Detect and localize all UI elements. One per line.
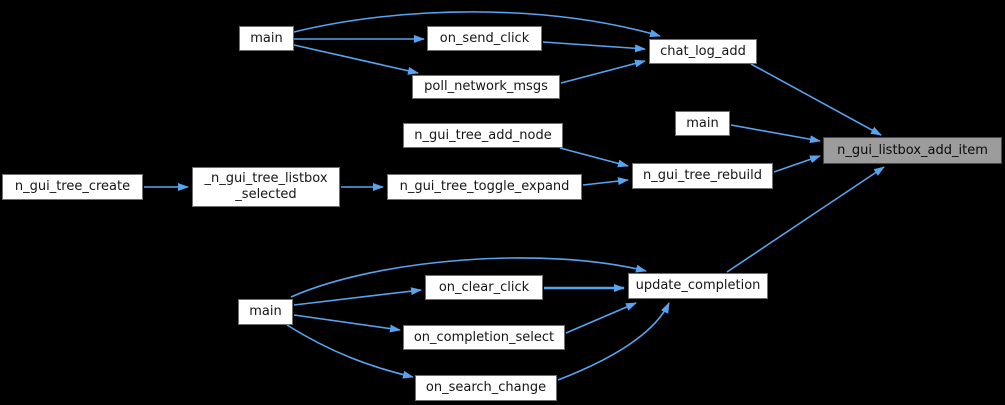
node-poll-network-msgs[interactable]: poll_network_msgs: [412, 75, 560, 99]
node-n-gui-tree-listbox-selected[interactable]: _n_gui_tree_listbox _selected: [192, 167, 340, 207]
node-on-search-change[interactable]: on_search_change: [415, 375, 557, 401]
node-on-completion-select[interactable]: on_completion_select: [403, 325, 565, 350]
node-n-gui-listbox-add-item: n_gui_listbox_add_item: [823, 137, 1002, 164]
node-on-clear-click[interactable]: on_clear_click: [425, 275, 543, 300]
edge-n-gui-tree-toggle-expand-to-n-gui-tree-rebuild: [582, 177, 629, 186]
edge-main-bottom-to-on-clear-click: [293, 287, 422, 306]
edge-chat-log-add-to-n-gui-listbox-add-item: [750, 63, 882, 136]
edge-n-gui-tree-rebuild-to-n-gui-listbox-add-item: [773, 155, 821, 173]
node-n-gui-tree-rebuild[interactable]: n_gui_tree_rebuild: [632, 163, 773, 189]
node-main-top[interactable]: main: [239, 26, 294, 51]
node-update-completion[interactable]: update_completion: [628, 273, 768, 299]
edge-main-bottom-to-on-completion-select: [293, 314, 401, 333]
node-chat-log-add[interactable]: chat_log_add: [649, 39, 757, 64]
node-on-send-click[interactable]: on_send_click: [427, 26, 542, 51]
node-main-middle[interactable]: main: [675, 111, 730, 136]
node-n-gui-tree-add-node[interactable]: n_gui_tree_add_node: [403, 123, 563, 148]
edge-on-completion-select-to-update-completion: [565, 302, 637, 334]
edge-on-search-change-to-update-completion: [557, 302, 670, 381]
edge-main-mid-to-n-gui-listbox-add-item: [730, 124, 821, 144]
edge-main-top-to-poll-network-msgs: [293, 44, 419, 75]
edge-n-gui-tree-add-node-to-n-gui-tree-rebuild: [559, 147, 629, 168]
edge-on-send-click-to-chat-log-add: [542, 41, 646, 53]
node-main-bottom[interactable]: main: [238, 299, 293, 325]
edge-poll-network-msgs-to-chat-log-add: [560, 59, 646, 84]
edge-main-bottom-to-on-search-change: [286, 324, 414, 379]
node-n-gui-tree-toggle-expand[interactable]: n_gui_tree_toggle_expand: [387, 174, 582, 200]
node-n-gui-tree-create[interactable]: n_gui_tree_create: [2, 174, 143, 200]
